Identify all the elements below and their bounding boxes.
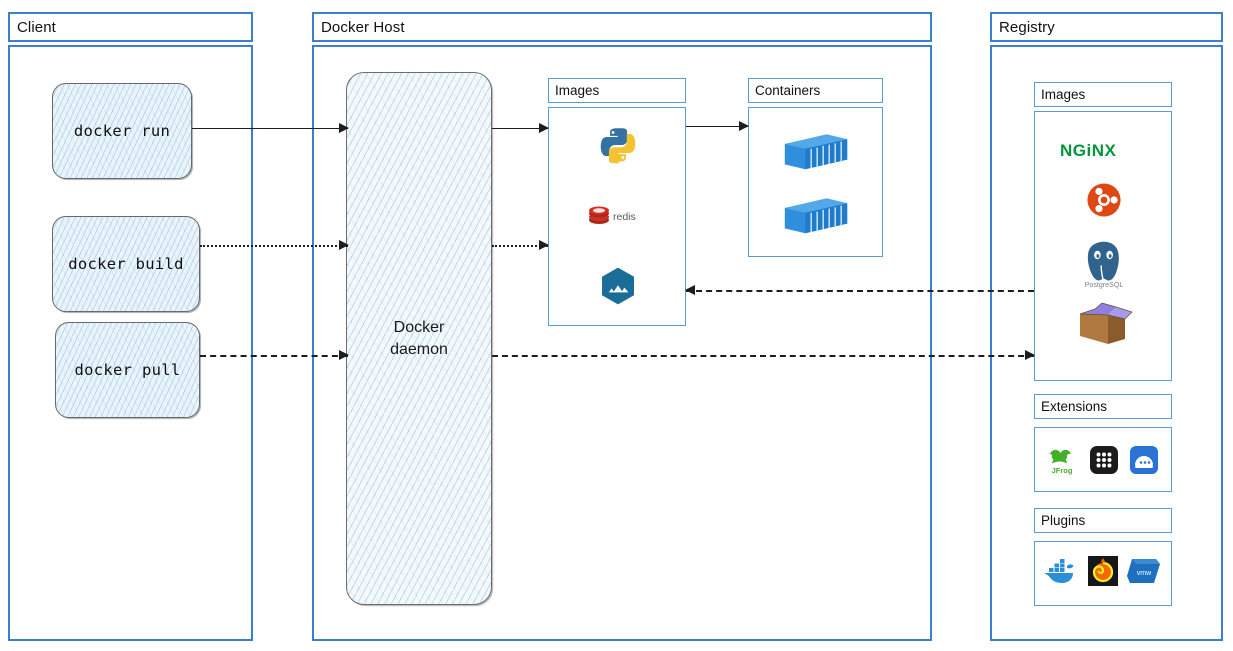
panel-title-client: Client — [8, 12, 253, 42]
registry-images-title: Images — [1034, 82, 1172, 107]
svg-text:JFrog: JFrog — [1052, 466, 1073, 475]
docker-daemon-line2: daemon — [390, 340, 448, 358]
connector-line — [200, 355, 348, 357]
arrowhead-right-icon — [539, 123, 549, 133]
svg-text:redis: redis — [613, 211, 636, 223]
postgresql-logo-icon: PostgreSQL — [1080, 238, 1128, 290]
redis-logo-icon: redis — [588, 203, 654, 229]
blue-disk-icon — [1130, 446, 1158, 474]
grafana-logo-icon — [1088, 556, 1118, 586]
connector-line — [200, 245, 348, 247]
vmware-logo-icon: vmw — [1126, 556, 1162, 586]
registry-extensions-title: Extensions — [1034, 394, 1172, 419]
docker-whale-icon — [1042, 558, 1080, 588]
registry-plugins-title: Plugins — [1034, 508, 1172, 533]
svg-text:PostgreSQL: PostgreSQL — [1085, 281, 1124, 289]
host-images-title: Images — [548, 78, 686, 103]
arrowhead-left-icon — [685, 285, 695, 295]
panel-title-registry: Registry — [990, 12, 1223, 42]
app-grid-icon — [1090, 446, 1118, 474]
svg-text:NGiNX: NGiNX — [1060, 141, 1117, 160]
host-containers-title-label: Containers — [755, 83, 821, 98]
command-label-docker-pull: docker pull — [74, 361, 181, 379]
command-label-docker-build: docker build — [68, 255, 184, 273]
arrowhead-right-icon — [339, 123, 349, 133]
panel-title-registry-label: Registry — [999, 18, 1055, 36]
connector-line — [192, 128, 348, 129]
python-logo-icon — [598, 125, 638, 165]
connector-line — [492, 245, 548, 247]
connector-line — [686, 126, 748, 127]
svg-text:vmw: vmw — [1137, 570, 1152, 577]
command-label-docker-run: docker run — [73, 122, 171, 140]
arrowhead-right-icon — [339, 350, 349, 360]
panel-title-client-label: Client — [17, 18, 56, 36]
ubuntu-logo-icon — [1086, 182, 1122, 218]
host-containers-title: Containers — [748, 78, 883, 103]
registry-plugins-title-label: Plugins — [1041, 513, 1086, 528]
alpine-logo-icon — [598, 266, 638, 306]
docker-daemon-line1: Docker — [393, 318, 445, 336]
nginx-logo-icon: NGiNX — [1060, 136, 1148, 164]
shipping-container-icon — [780, 190, 852, 238]
host-containers-body — [748, 107, 883, 257]
panel-title-docker-host-label: Docker Host — [321, 18, 405, 36]
registry-images-title-label: Images — [1041, 87, 1086, 102]
open-box-icon — [1073, 300, 1135, 348]
shipping-container-icon — [780, 126, 852, 174]
connector-line — [686, 290, 1034, 292]
connector-line — [492, 355, 1034, 357]
arrowhead-right-icon — [539, 240, 549, 250]
jfrog-logo-icon: JFrog — [1046, 444, 1078, 476]
arrowhead-right-icon — [339, 240, 349, 250]
registry-extensions-title-label: Extensions — [1041, 399, 1108, 414]
connector-line — [492, 128, 548, 129]
panel-title-docker-host: Docker Host — [312, 12, 932, 42]
arrowhead-right-icon — [739, 121, 749, 131]
host-images-title-label: Images — [555, 83, 600, 98]
command-box-docker-run[interactable]: docker run — [52, 83, 192, 179]
arrowhead-right-icon — [1025, 350, 1035, 360]
docker-daemon-box[interactable]: Docker daemon — [346, 72, 492, 605]
command-box-docker-build[interactable]: docker build — [52, 216, 200, 312]
command-box-docker-pull[interactable]: docker pull — [55, 322, 200, 418]
